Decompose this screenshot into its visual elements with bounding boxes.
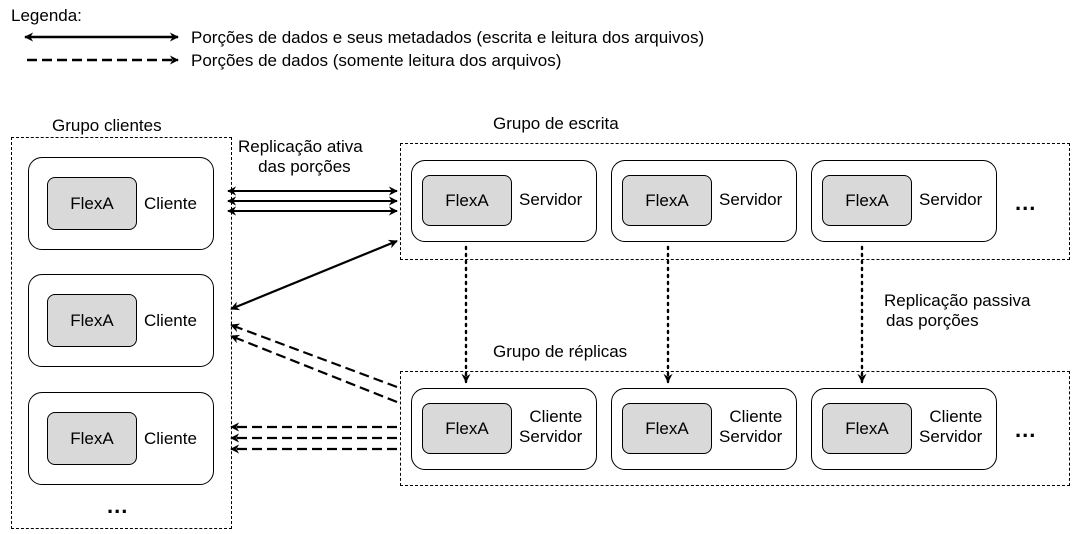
- read-only-arrow: [230, 334, 398, 404]
- passive-replication-label: Replicação passiva das porções: [884, 291, 1030, 331]
- server-node: FlexA Servidor: [411, 160, 597, 242]
- replica-role-line1: Cliente: [529, 407, 583, 426]
- flexa-box: FlexA: [47, 177, 137, 230]
- client-ellipsis: ...: [107, 493, 129, 518]
- replica-role-line1: Cliente: [929, 407, 983, 426]
- legend-dashed-label: Porções de dados (somente leitura dos ar…: [191, 51, 562, 70]
- flexa-box: FlexA: [47, 294, 137, 347]
- passive-replication-line1: Replicação passiva: [884, 291, 1031, 310]
- client-group: [11, 137, 232, 529]
- server-role: Servidor: [719, 190, 783, 209]
- server-role: Servidor: [919, 190, 983, 209]
- active-replication-line1: Replicação ativa: [238, 137, 363, 156]
- replica-role: Cliente Servidor: [919, 407, 982, 447]
- replica-node: FlexA Cliente Servidor: [811, 388, 997, 470]
- flexa-box: FlexA: [822, 403, 912, 454]
- flexa-box: FlexA: [822, 175, 912, 226]
- active-replication-label: Replicação ativa das porções: [238, 137, 363, 177]
- client-node: FlexA Cliente: [28, 274, 214, 367]
- replica-group-title: Grupo de réplicas: [493, 342, 628, 361]
- replica-ellipsis: ...: [1015, 417, 1037, 442]
- server-role: Servidor: [519, 190, 583, 209]
- legend-solid-label: Porções de dados e seus metadados (escri…: [191, 28, 705, 47]
- passive-replication-line2: das porções: [886, 311, 979, 330]
- server-node: FlexA Servidor: [611, 160, 797, 242]
- read-only-arrow: [230, 323, 398, 389]
- legend-title: Legenda:: [11, 6, 82, 25]
- write-group: [400, 143, 1070, 260]
- server-node: FlexA Servidor: [811, 160, 997, 242]
- flexa-box: FlexA: [47, 412, 137, 465]
- client-role: Cliente: [144, 311, 197, 330]
- replica-group: [400, 371, 1070, 486]
- replica-node: FlexA Cliente Servidor: [611, 388, 797, 470]
- replica-role-line2: Servidor: [519, 427, 583, 446]
- replica-role-line2: Servidor: [919, 427, 983, 446]
- client-group-title: Grupo clientes: [52, 116, 162, 135]
- flexa-box: FlexA: [622, 175, 712, 226]
- client-node: FlexA Cliente: [28, 392, 214, 485]
- flexa-box: FlexA: [422, 403, 512, 454]
- active-replication-line2: das porções: [258, 157, 351, 176]
- client-node: FlexA Cliente: [28, 157, 214, 250]
- replica-role-line2: Servidor: [719, 427, 783, 446]
- write-ellipsis: ...: [1015, 190, 1037, 215]
- flexa-box: FlexA: [422, 175, 512, 226]
- write-group-title: Grupo de escrita: [493, 114, 619, 133]
- client-role: Cliente: [144, 429, 197, 448]
- replica-role-line1: Cliente: [729, 407, 783, 426]
- replica-role: Cliente Servidor: [719, 407, 782, 447]
- replica-role: Cliente Servidor: [519, 407, 582, 447]
- client-write-arrow: [230, 239, 398, 311]
- client-role: Cliente: [144, 194, 197, 213]
- flexa-box: FlexA: [622, 403, 712, 454]
- replica-node: FlexA Cliente Servidor: [411, 388, 597, 470]
